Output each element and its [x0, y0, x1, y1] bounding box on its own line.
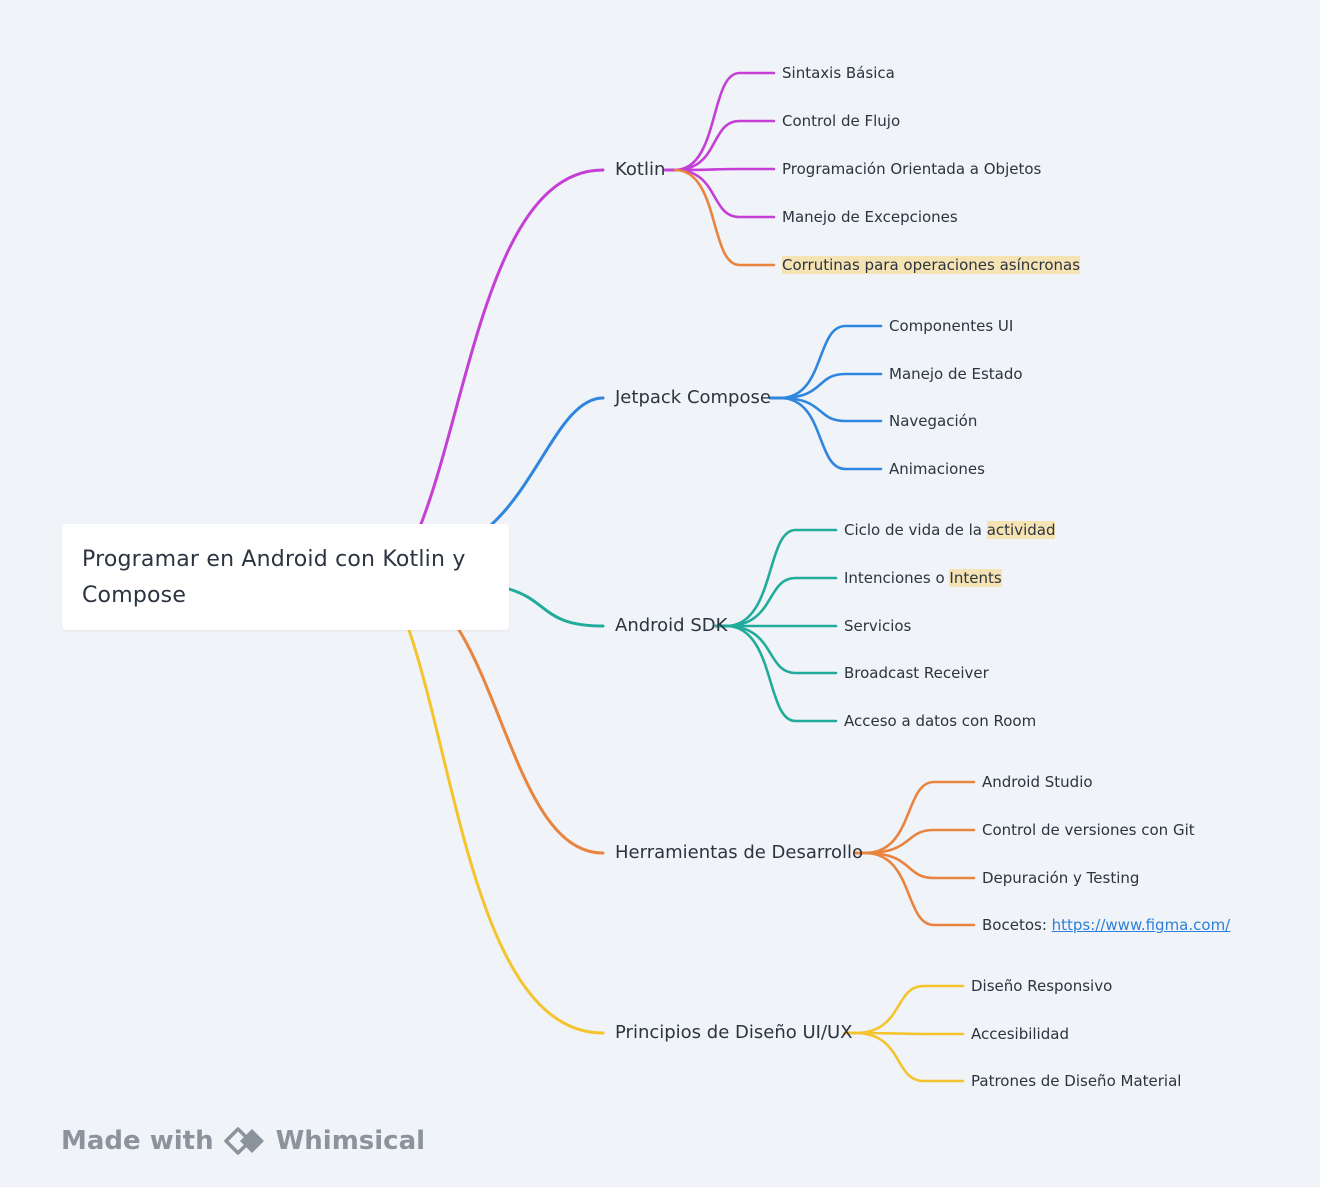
leaf-node[interactable]: Corrutinas para operaciones asíncronas [782, 255, 1081, 275]
branch-connector [507, 587, 605, 628]
leaf-connector [673, 119, 776, 172]
leaf-text: Componentes UI [889, 317, 1014, 335]
leaf-node[interactable]: Servicios [844, 616, 911, 636]
leaf-node[interactable]: Programación Orientada a Objetos [782, 159, 1041, 179]
leaf-node[interactable]: Control de Flujo [782, 111, 900, 131]
leaf-connector [853, 1031, 965, 1036]
leaf-text: Diseño Responsivo [971, 977, 1113, 995]
leaf-text: Sintaxis Básica [782, 64, 895, 82]
leaf-connector [863, 851, 976, 927]
leaf-text: Programación Orientada a Objetos [782, 160, 1042, 178]
branch-connector [419, 168, 605, 526]
leaf-connector [724, 624, 838, 723]
whimsical-brand-text: Whimsical [275, 1126, 426, 1156]
leaf-text: Patrones de Diseño Material [971, 1072, 1182, 1090]
branch-node[interactable]: Herramientas de Desarrollo [615, 842, 864, 863]
leaf-node[interactable]: Navegación [889, 411, 977, 431]
leaf-connector [673, 168, 776, 219]
root-node[interactable]: Programar en Android con Kotlin y Compos… [62, 524, 509, 630]
leaf-node[interactable]: Componentes UI [889, 316, 1013, 336]
branch-connector [407, 628, 605, 1035]
branch-node[interactable]: Jetpack Compose [615, 387, 771, 408]
leaf-text: Animaciones [889, 460, 985, 478]
leaf-node[interactable]: Broadcast Receiver [844, 663, 989, 683]
leaf-highlight-text: actividad [986, 521, 1056, 539]
leaf-node[interactable]: Ciclo de vida de la actividad [844, 520, 1056, 540]
leaf-connector [853, 1031, 965, 1083]
leaf-text: Control de versiones con Git [982, 821, 1195, 839]
leaf-connector [778, 324, 883, 400]
branch-connector [457, 628, 605, 855]
leaf-text: Manejo de Excepciones [782, 208, 958, 226]
leaf-node[interactable]: Patrones de Diseño Material [971, 1071, 1181, 1091]
leaf-node[interactable]: Intenciones o Intents [844, 568, 1002, 588]
leaf-text: Accesibilidad [971, 1025, 1069, 1043]
leaf-node[interactable]: Manejo de Estado [889, 364, 1023, 384]
leaf-connector [778, 396, 883, 471]
branch-node[interactable]: Android SDK [615, 615, 728, 636]
leaf-connector [673, 167, 776, 172]
leaf-connector [673, 168, 776, 267]
leaf-text: Acceso a datos con Room [844, 712, 1037, 730]
leaf-text: Ciclo de vida de la [844, 521, 987, 539]
leaf-text: Depuración y Testing [982, 869, 1140, 887]
leaf-node[interactable]: Manejo de Excepciones [782, 207, 958, 227]
leaf-connector [778, 396, 883, 423]
leaf-node[interactable]: Animaciones [889, 459, 985, 479]
leaf-node[interactable]: Accesibilidad [971, 1024, 1069, 1044]
leaf-node[interactable]: Depuración y Testing [982, 868, 1139, 888]
leaf-link[interactable]: https://www.figma.com/ [1051, 916, 1231, 934]
made-with-whimsical[interactable]: Made with Whimsical [61, 1122, 425, 1160]
root-title: Programar en Android con Kotlin y Compos… [82, 547, 466, 608]
branch-connector [490, 396, 605, 526]
leaf-node[interactable]: Acceso a datos con Room [844, 711, 1036, 731]
leaf-connector [724, 576, 838, 628]
leaf-node[interactable]: Diseño Responsivo [971, 976, 1112, 996]
leaf-connector [724, 528, 838, 628]
leaf-connector [724, 624, 838, 675]
leaf-text: Servicios [844, 617, 912, 635]
leaf-node[interactable]: Android Studio [982, 772, 1093, 792]
leaf-text: Manejo de Estado [889, 365, 1023, 383]
leaf-connector [863, 780, 976, 855]
leaf-text: Navegación [889, 412, 978, 430]
leaf-highlight-text: Corrutinas para operaciones asíncronas [782, 256, 1081, 274]
leaf-text: Android Studio [982, 773, 1093, 791]
leaf-text: Bocetos: [982, 916, 1052, 934]
leaf-node[interactable]: Bocetos: https://www.figma.com/ [982, 915, 1230, 935]
leaf-node[interactable]: Sintaxis Básica [782, 63, 895, 83]
made-with-text: Made with [61, 1126, 214, 1156]
leaf-connector [853, 984, 965, 1035]
leaf-connector [863, 851, 976, 880]
branch-node[interactable]: Kotlin [615, 159, 666, 180]
leaf-text: Intenciones o [844, 569, 950, 587]
leaf-connector [673, 71, 776, 172]
whimsical-logo-icon [223, 1127, 264, 1155]
leaf-text: Control de Flujo [782, 112, 901, 130]
branch-node[interactable]: Principios de Diseño UI/UX [615, 1022, 853, 1043]
leaf-node[interactable]: Control de versiones con Git [982, 820, 1195, 840]
leaf-highlight-text: Intents [949, 569, 1002, 587]
leaf-connector [863, 828, 976, 855]
leaf-text: Broadcast Receiver [844, 664, 989, 682]
leaf-connector [778, 372, 883, 400]
